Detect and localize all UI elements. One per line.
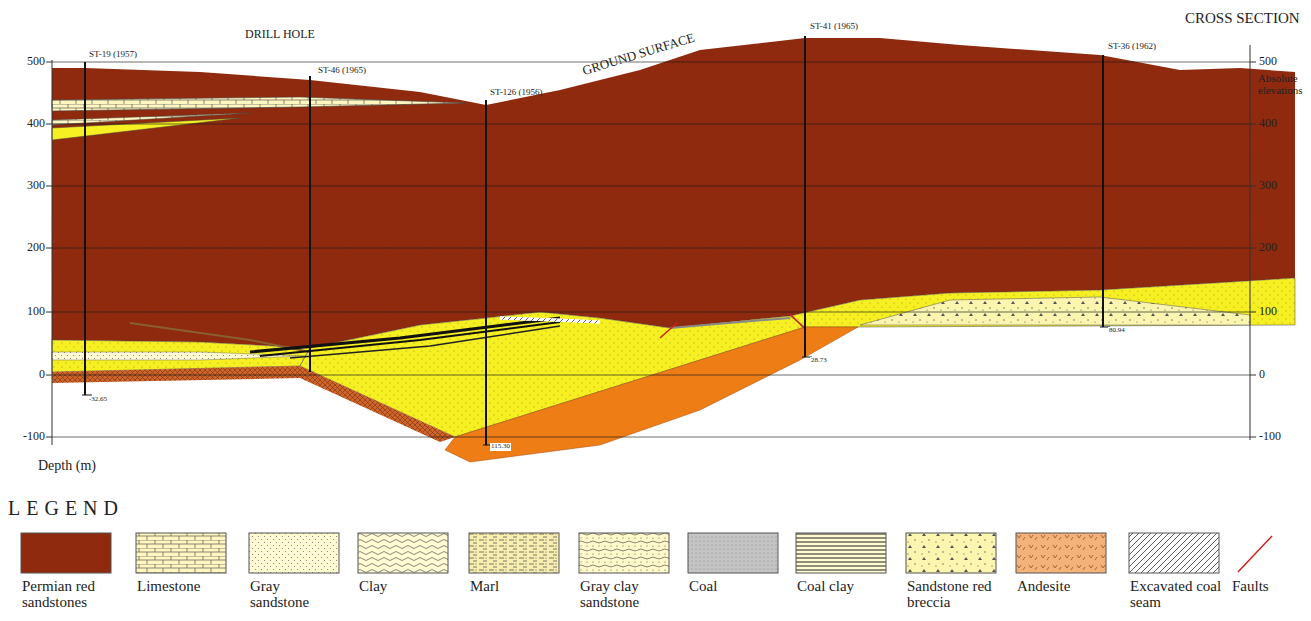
depth-value: 80.94: [1108, 327, 1126, 335]
axis-value: -100: [1259, 430, 1281, 443]
axis-value: 200: [27, 241, 45, 254]
legend-text: Coal: [689, 578, 781, 594]
axis-value: 100: [1259, 305, 1277, 318]
legend-swatch: [795, 532, 887, 574]
drill-hole-name: ST-126 (1956): [490, 88, 542, 98]
legend-text: Gray clay sandstone: [580, 578, 672, 610]
legend-swatch: [135, 532, 227, 574]
legend-swatch: [20, 532, 112, 574]
depth-value: 115.30: [490, 443, 511, 451]
legend-heading: LEGEND: [8, 497, 124, 519]
axis-value: 400: [27, 117, 45, 130]
axis-value: 100: [27, 305, 45, 318]
axis-title: Absolute elevations: [1258, 72, 1310, 96]
axis-value: 400: [1259, 117, 1277, 130]
legend-swatch: [1015, 532, 1107, 574]
axis-value: 300: [27, 179, 45, 192]
legend-text: Faults: [1232, 578, 1302, 594]
legend-swatch: [1128, 532, 1220, 574]
legend-swatch: [248, 532, 340, 574]
axis-title: Depth (m): [38, 458, 96, 473]
axis-value: 500: [27, 55, 45, 68]
axis-value: 0: [39, 368, 45, 381]
legend-swatch: [1230, 532, 1311, 574]
axis-value: 200: [1259, 241, 1277, 254]
axis-value: 0: [1259, 368, 1265, 381]
depth-value: -32.65: [88, 396, 108, 404]
legend-text: Gray sandstone: [250, 578, 342, 610]
legend-text: Coal clay: [797, 578, 889, 594]
depth-value: 28.73: [810, 357, 828, 365]
legend-swatch: [468, 532, 560, 574]
callout-label: DRILL HOLE: [245, 28, 315, 41]
legend-text: Sandstone red breccia: [907, 578, 999, 610]
axis-value: -100: [23, 430, 45, 443]
legend-text: Andesite: [1017, 578, 1109, 594]
axis-value: 300: [1259, 179, 1277, 192]
legend-text: Clay: [359, 578, 451, 594]
axis-value: 500: [1259, 55, 1277, 68]
legend-text: Limestone: [137, 578, 229, 594]
legend-swatch: [687, 532, 779, 574]
legend-swatch: [357, 532, 449, 574]
drill-hole-name: ST-36 (1962): [1108, 42, 1156, 52]
section-title: CROSS SECTION: [1185, 10, 1300, 27]
legend-text: Excavated coal seam: [1130, 578, 1222, 610]
drill-hole-name: ST-46 (1965): [318, 66, 366, 76]
legend-text: Marl: [470, 578, 562, 594]
drill-hole-name: ST-19 (1957): [89, 50, 137, 60]
legend-text: Permian red sandstones: [22, 578, 114, 610]
drill-hole-name: ST-41 (1965): [810, 22, 858, 32]
legend-swatch: [905, 532, 997, 574]
legend-swatch: [578, 532, 670, 574]
